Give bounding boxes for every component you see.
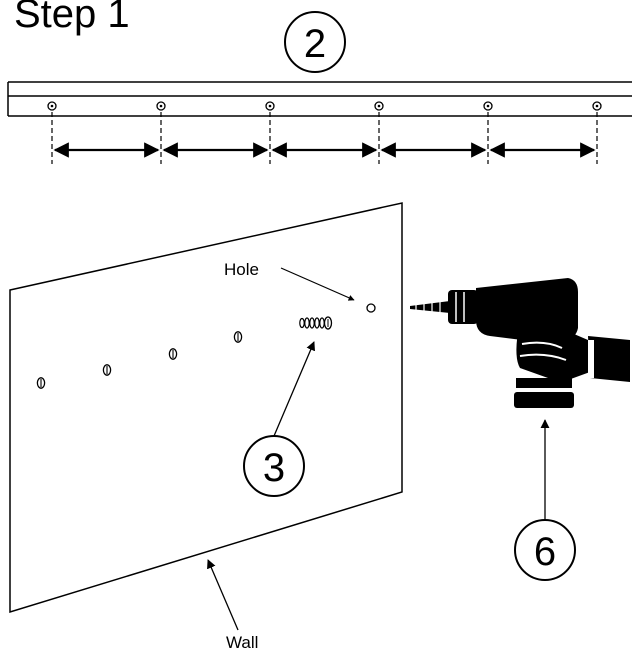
power-drill-icon xyxy=(410,278,630,408)
rail-screw-icon xyxy=(156,101,166,164)
rail-screw-icon xyxy=(483,101,493,164)
callout-rail: 2 xyxy=(284,11,346,73)
wall-label: Wall xyxy=(226,633,258,652)
drill-hole xyxy=(366,303,376,313)
wall-screws xyxy=(36,331,243,389)
callout-anchors-number: 3 xyxy=(263,446,285,490)
callout-drill: 6 xyxy=(514,419,576,581)
wall-anchor-icon xyxy=(299,316,333,330)
wall-screw-icon xyxy=(36,377,46,389)
rail-screw-icon xyxy=(374,101,384,164)
mounting-rail xyxy=(7,81,632,117)
callout-rail-number: 2 xyxy=(304,22,326,66)
rail-screws xyxy=(47,101,602,164)
wall-panel xyxy=(9,202,403,614)
rail-screw-icon xyxy=(265,101,275,164)
wall-screw-icon xyxy=(233,331,243,343)
wall-leader xyxy=(207,559,239,631)
wall-screw-icon xyxy=(168,348,178,360)
rail-screw-icon xyxy=(47,101,57,164)
hole-leader xyxy=(280,267,355,301)
hole-label: Hole xyxy=(224,260,259,279)
rail-screw-icon xyxy=(592,101,602,164)
step-title: Step 1 xyxy=(14,0,130,36)
callout-anchors: 3 xyxy=(243,341,315,497)
wall-screw-icon xyxy=(102,364,112,376)
callout-drill-number: 6 xyxy=(534,530,556,574)
